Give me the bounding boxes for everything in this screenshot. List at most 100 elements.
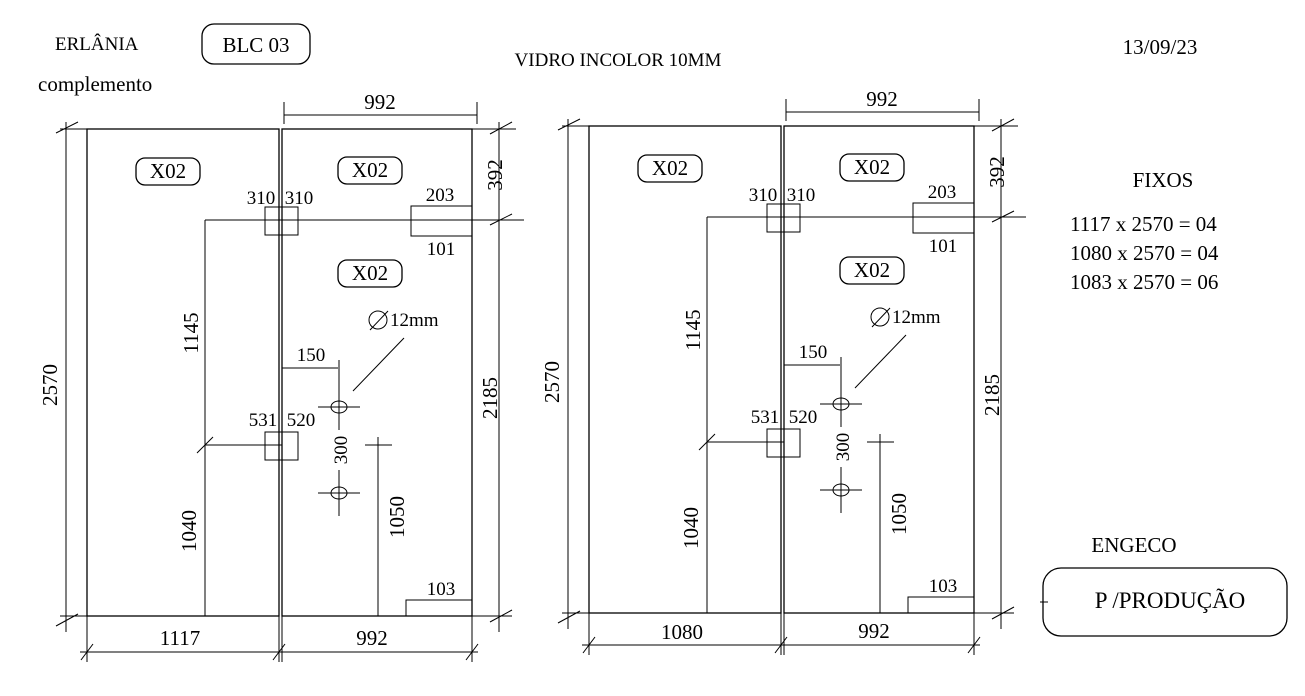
dim-tick bbox=[196, 436, 214, 454]
diameter-icon bbox=[369, 310, 389, 331]
hinge-top bbox=[264, 206, 299, 236]
handle-spacing: 300 bbox=[331, 436, 352, 465]
handle-offset: 150 bbox=[297, 345, 326, 366]
date: 13/09/23 bbox=[1123, 35, 1198, 59]
lock-notch bbox=[410, 205, 473, 237]
hole-icon bbox=[330, 486, 348, 500]
tag-box bbox=[337, 259, 403, 288]
hinge-bottom-left: 531 bbox=[249, 410, 278, 431]
panel-tag: X02 bbox=[652, 156, 688, 180]
tag-box bbox=[839, 153, 905, 182]
corner-notch-label: 103 bbox=[929, 576, 958, 597]
dim-bottom-right: 992 bbox=[858, 619, 890, 643]
hole-diameter: 12mm bbox=[892, 307, 941, 328]
material: VIDRO INCOLOR 10MM bbox=[515, 50, 722, 71]
leader-line bbox=[854, 334, 907, 389]
panel-door bbox=[281, 128, 473, 617]
diameter-icon bbox=[870, 307, 890, 327]
dim-tick bbox=[489, 609, 513, 623]
notch-top: 203 bbox=[928, 182, 957, 203]
dim-tick bbox=[967, 636, 981, 654]
production-status: P /PRODUÇÃO bbox=[1095, 588, 1246, 613]
tag-box bbox=[337, 156, 403, 185]
hinge-top-left: 310 bbox=[247, 188, 276, 209]
hole-icon bbox=[832, 483, 850, 497]
dim-tick bbox=[272, 643, 286, 661]
dim-tick bbox=[489, 213, 513, 226]
corner-notch bbox=[907, 596, 975, 614]
company-name: ENGECO bbox=[1091, 533, 1176, 557]
drawing-right: 992 2570 392 2185 1080 992 X02 X02 X02 bbox=[540, 87, 1026, 655]
dim-tick bbox=[991, 118, 1015, 132]
handle-spacing: 300 bbox=[833, 433, 854, 462]
handle-height: 1050 bbox=[887, 493, 911, 535]
hole-diameter: 12mm bbox=[390, 310, 439, 331]
dim-tick bbox=[55, 121, 79, 134]
panel-tag: X02 bbox=[150, 159, 186, 183]
hinge-bottom bbox=[766, 428, 801, 458]
subtitle: complemento bbox=[38, 72, 152, 96]
hinge-top-left: 310 bbox=[749, 185, 778, 206]
dim-top-width: 992 bbox=[364, 90, 396, 114]
dim-tick bbox=[991, 606, 1015, 620]
hole-icon bbox=[330, 400, 348, 414]
fixos-row: 1080 x 2570 = 04 bbox=[1070, 241, 1219, 265]
panel-fixed bbox=[588, 125, 782, 614]
dim-top-width: 992 bbox=[866, 87, 898, 111]
notch-bottom: 101 bbox=[427, 239, 456, 260]
dim-bottom-left: 1117 bbox=[160, 626, 200, 650]
fixos-title: FIXOS bbox=[1133, 168, 1194, 192]
dim-bottom-left: 1080 bbox=[661, 620, 703, 644]
fixos-row: 1083 x 2570 = 06 bbox=[1070, 270, 1218, 294]
panel-tag: X02 bbox=[854, 258, 890, 282]
dim-tick bbox=[465, 643, 479, 661]
hinge-bottom-right: 520 bbox=[287, 410, 316, 431]
hole-icon bbox=[832, 397, 850, 411]
dim-tick bbox=[489, 121, 513, 135]
panel-fixed bbox=[86, 128, 280, 617]
hinge-bottom bbox=[264, 431, 299, 461]
fixos-row: 1117 x 2570 = 04 bbox=[1070, 212, 1217, 236]
tag-box bbox=[839, 256, 905, 285]
dim-tick bbox=[774, 636, 788, 654]
diameter-icon bbox=[871, 307, 891, 328]
hinge-top-right: 310 bbox=[787, 185, 816, 206]
dim-left-bottom-height: 1040 bbox=[177, 510, 201, 552]
tag-box bbox=[637, 154, 703, 183]
lock-notch bbox=[912, 202, 975, 234]
dim-tick bbox=[991, 210, 1015, 223]
notch-bottom: 101 bbox=[929, 236, 958, 257]
dim-total-height: 2570 bbox=[38, 364, 62, 406]
dim-right-bottom: 2185 bbox=[980, 374, 1004, 416]
dim-tick bbox=[557, 118, 581, 131]
dim-total-height: 2570 bbox=[540, 361, 564, 403]
dim-tick bbox=[698, 433, 716, 451]
tag-box bbox=[135, 157, 201, 186]
corner-notch-label: 103 bbox=[427, 579, 456, 600]
dim-right-top: 392 bbox=[483, 159, 507, 191]
hinge-bottom-right: 520 bbox=[789, 407, 818, 428]
hinge-top bbox=[766, 203, 801, 233]
block-code-box bbox=[201, 23, 311, 65]
block-code: BLC 03 bbox=[222, 33, 289, 57]
dim-right-top: 392 bbox=[985, 156, 1009, 188]
dim-left-bottom-height: 1040 bbox=[679, 507, 703, 549]
dim-right-bottom: 2185 bbox=[478, 377, 502, 419]
drawing-left: 992 2570 392 2185 1117 992 X02 X02 bbox=[38, 90, 524, 662]
dim-tick bbox=[80, 643, 94, 661]
dim-tick bbox=[582, 636, 596, 654]
dim-left-lower-height: 1145 bbox=[179, 312, 203, 353]
dim-left-lower-height: 1145 bbox=[681, 309, 705, 350]
panel-door bbox=[783, 125, 975, 614]
corner-notch bbox=[405, 599, 473, 617]
client-name: ERLÂNIA bbox=[55, 33, 139, 55]
handle-offset: 150 bbox=[799, 342, 828, 363]
panel-tag: X02 bbox=[352, 158, 388, 182]
hinge-bottom-left: 531 bbox=[751, 407, 780, 428]
leader-line bbox=[352, 337, 405, 392]
diameter-icon bbox=[368, 310, 388, 330]
panel-tag: X02 bbox=[352, 261, 388, 285]
notch-top: 203 bbox=[426, 185, 455, 206]
handle-height: 1050 bbox=[385, 496, 409, 538]
